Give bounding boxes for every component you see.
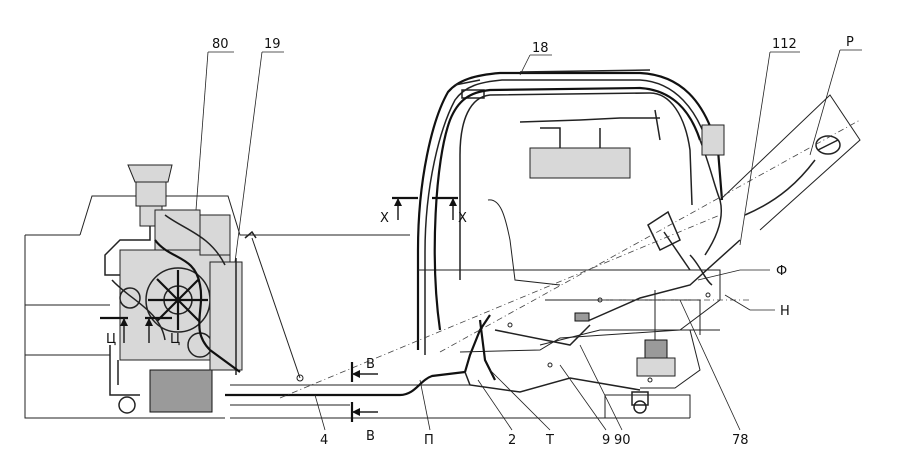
cab-outline: [416, 69, 724, 389]
callout-9: 9: [602, 433, 610, 448]
rear-boom: [719, 94, 861, 231]
callout-labels: 80 19 18 112 Р Ф Н 4 П 2 Т 9 90 78: [212, 35, 854, 448]
engine-assembly: [104, 164, 243, 414]
floor-harness: [478, 239, 741, 383]
callout-78: 78: [732, 433, 749, 448]
callout-18: 18: [532, 41, 549, 56]
callout-80: 80: [212, 37, 229, 52]
section-marker-ts: Ц Ц: [100, 316, 180, 347]
chassis-frame: [24, 195, 691, 419]
center-lines: [279, 119, 861, 399]
callout-112: 112: [772, 37, 797, 52]
main-harness: [225, 314, 641, 397]
engine-wiring: [111, 214, 241, 373]
roof-wiring: [433, 86, 725, 331]
callout-pi: П: [424, 433, 434, 448]
callout-90: 90: [614, 433, 631, 448]
callout-p: Р: [846, 35, 854, 50]
callout-v-bottom: В: [366, 429, 375, 444]
callout-x-right: Х: [458, 211, 467, 226]
callout-t: Т: [545, 433, 554, 448]
section-marker-x: Х Х: [380, 196, 467, 226]
callout-v-top: В: [366, 357, 375, 372]
leader-lines: [195, 49, 862, 431]
callout-x-left: Х: [380, 211, 389, 226]
section-marker-v: В В: [350, 357, 378, 444]
seat-and-steering: [487, 199, 713, 377]
callout-f: Ф: [776, 264, 787, 279]
callout-2: 2: [508, 433, 516, 448]
callout-ts-right: Ц: [170, 332, 180, 347]
battery-cable: [244, 230, 304, 382]
callout-ts-left: Ц: [106, 332, 116, 347]
callout-4: 4: [320, 433, 328, 448]
callout-19: 19: [264, 37, 281, 52]
callout-n: Н: [780, 304, 790, 319]
rear-wheel: [631, 391, 649, 414]
